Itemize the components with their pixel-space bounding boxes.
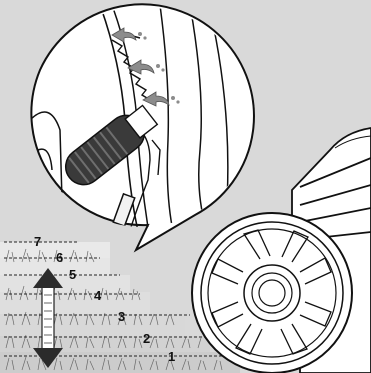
level-label-7: 7 <box>34 234 41 249</box>
level-label-6: 6 <box>56 250 63 265</box>
magnified-callout <box>30 4 254 250</box>
level-label-2: 2 <box>143 331 150 346</box>
level-label-1: 1 <box>168 349 175 364</box>
level-label-3: 3 <box>118 309 125 324</box>
level-label-4: 4 <box>94 288 102 303</box>
level-label-5: 5 <box>69 267 76 282</box>
wheel <box>192 213 352 373</box>
